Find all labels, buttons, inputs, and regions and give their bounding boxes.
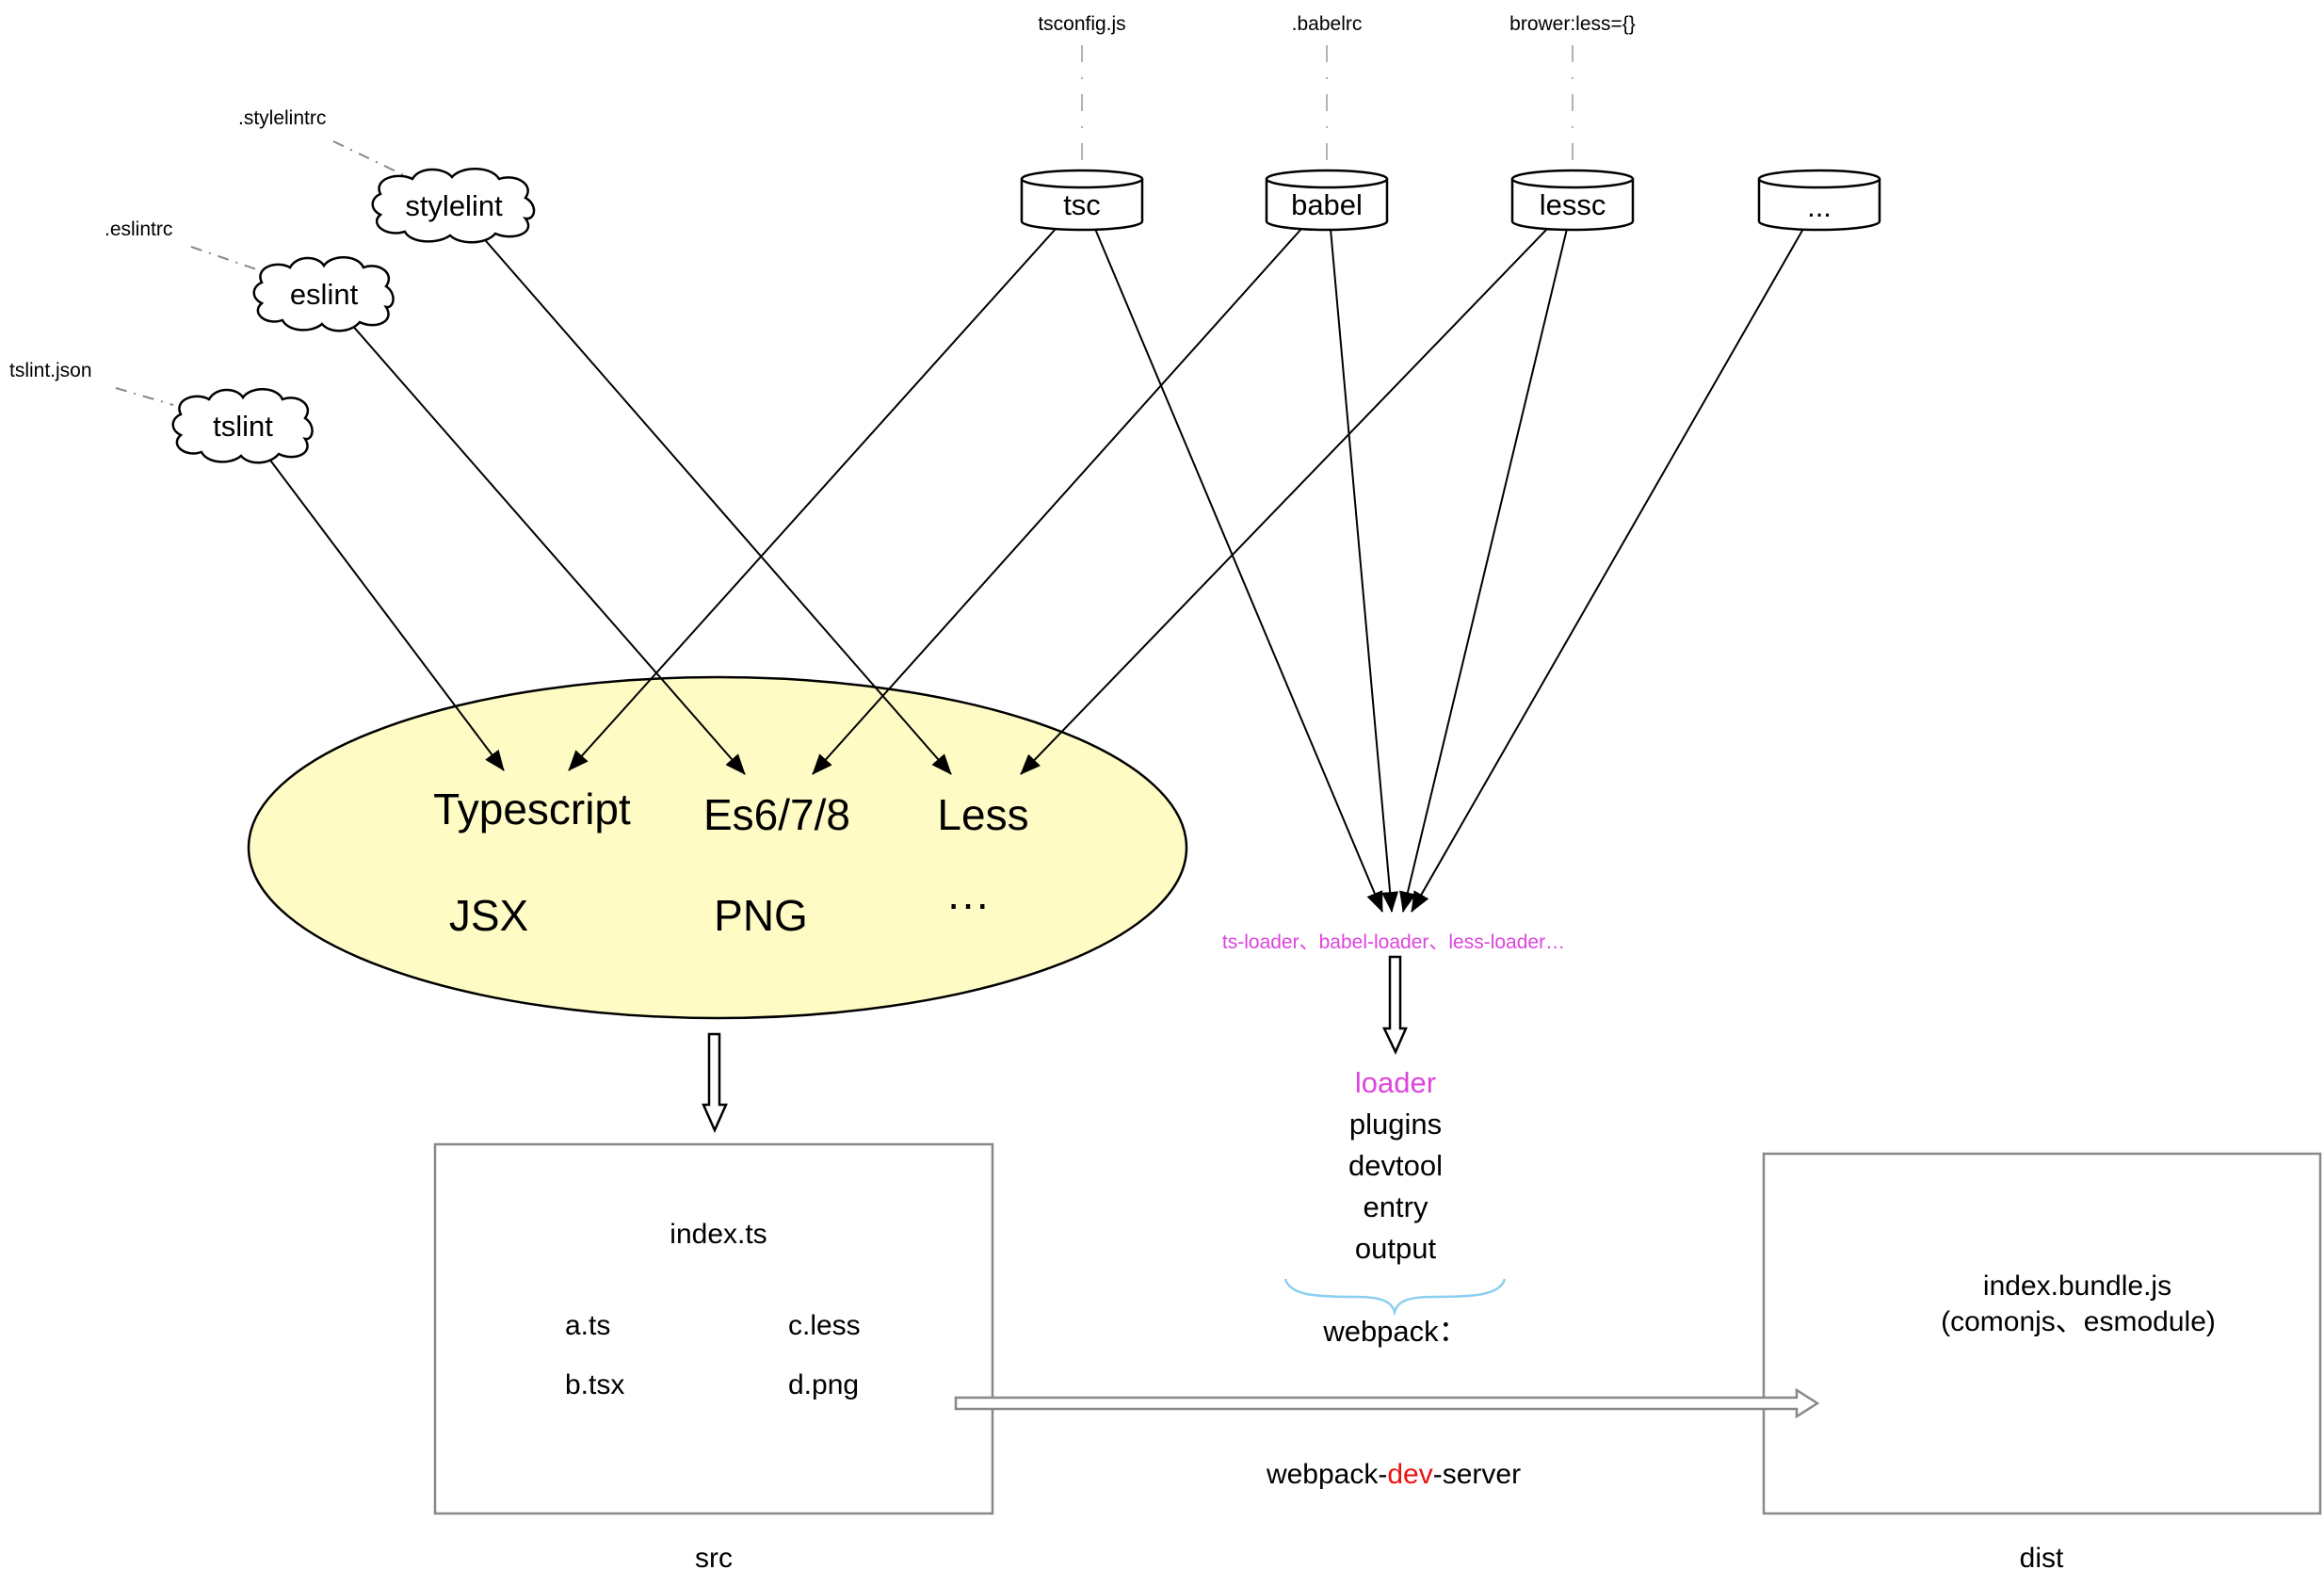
config-label-stylelintrc: .stylelintrc: [238, 107, 326, 129]
cloud-icon: [252, 256, 395, 332]
edge-lessc-to-less: [1020, 228, 1548, 775]
compiler-name: tsc: [1063, 188, 1101, 221]
down-arrow-to-src: [702, 1032, 728, 1134]
edge-lessc-to-loaders: [1399, 228, 1568, 913]
config-label-brower-less: brower:less={}: [1509, 13, 1636, 35]
config-connectors: [115, 45, 1574, 406]
webpack-config-entry: entry: [1364, 1190, 1428, 1223]
down-arrow-to-webpack-config: [1382, 955, 1408, 1055]
webpack-config-plugins: plugins: [1349, 1108, 1442, 1141]
src-box: [433, 1142, 994, 1515]
dev-server-label: webpack-dev-server: [1266, 1459, 1521, 1490]
connector-stylelintrc: [332, 140, 411, 179]
linter-name: stylelint: [405, 189, 503, 222]
src-file-a: a.ts: [565, 1310, 610, 1341]
curly-brace-icon: [1283, 1278, 1507, 1317]
lang-typescript: Typescript: [433, 785, 631, 833]
linter-cloud-tslint: tslint: [171, 388, 314, 464]
compiler-cylinder-lessc: lessc: [1510, 169, 1635, 232]
compiler-cylinder-more: ...: [1757, 169, 1881, 232]
dist-box: [1762, 1152, 2322, 1515]
connector-eslintrc: [190, 246, 263, 272]
config-label-babelrc: .babelrc: [1292, 13, 1363, 35]
dev-server-highlight: dev: [1387, 1459, 1432, 1490]
dev-server-prefix: webpack-: [1266, 1459, 1387, 1490]
linter-cloud-stylelint: stylelint: [371, 168, 536, 244]
edge-stylelint-to-less: [479, 234, 952, 775]
edge-eslint-to-es678: [349, 322, 746, 775]
compiler-cylinder-babel: babel: [1265, 169, 1389, 232]
edge-babel-to-es678: [812, 228, 1302, 775]
edges: [265, 228, 1804, 913]
linter-cloud-eslint: eslint: [252, 256, 395, 332]
cloud-icon: [371, 168, 536, 244]
config-label-tsconfig: tsconfig.js: [1038, 13, 1125, 35]
edge-babel-to-loaders: [1330, 228, 1399, 913]
edge-tslint-to-typescript: [265, 453, 505, 771]
dist-bundle-file: index.bundle.js: [1983, 1270, 2171, 1302]
lang-es678: Es6/7/8: [703, 790, 850, 839]
lang-less: Less: [937, 790, 1028, 839]
src-entry-file: index.ts: [670, 1219, 767, 1250]
linter-name: eslint: [290, 278, 359, 311]
dist-caption: dist: [2020, 1543, 2064, 1574]
src-caption: src: [695, 1543, 733, 1574]
lang-jsx: JSX: [449, 891, 528, 940]
connector-tslint-json: [115, 387, 174, 406]
dev-server-suffix: -server: [1433, 1459, 1521, 1490]
webpack-label: webpack：: [1322, 1315, 1467, 1348]
edge-more-to-loaders: [1411, 228, 1804, 913]
right-arrow-dev-server: [954, 1387, 1820, 1419]
config-label-eslintrc: .eslintrc: [105, 218, 172, 240]
compiler-cylinder-tsc: tsc: [1020, 169, 1144, 232]
loaders-list: ts-loader、babel-loader、less-loader…: [1222, 931, 1565, 953]
lang-more: ···: [946, 879, 990, 928]
compiler-name: babel: [1291, 188, 1363, 221]
src-file-d: d.png: [788, 1369, 859, 1400]
edge-tsc-to-loaders: [1094, 228, 1383, 913]
source-languages-ellipse: [247, 675, 1188, 1020]
linter-name: tslint: [213, 410, 273, 443]
config-label-tslint-json: tslint.json: [9, 360, 92, 381]
webpack-config-loader: loader: [1355, 1066, 1436, 1099]
dist-module-formats: (comonjs、esmodule): [1941, 1306, 2216, 1337]
compiler-name: lessc: [1540, 188, 1606, 221]
src-file-c: c.less: [788, 1310, 861, 1341]
webpack-config-output: output: [1355, 1232, 1437, 1265]
webpack-config-devtool: devtool: [1348, 1149, 1443, 1182]
cloud-icon: [171, 388, 314, 464]
edge-tsc-to-typescript: [568, 228, 1057, 771]
lang-png: PNG: [714, 891, 808, 940]
src-file-b: b.tsx: [565, 1369, 624, 1400]
compiler-name: ...: [1807, 190, 1832, 223]
